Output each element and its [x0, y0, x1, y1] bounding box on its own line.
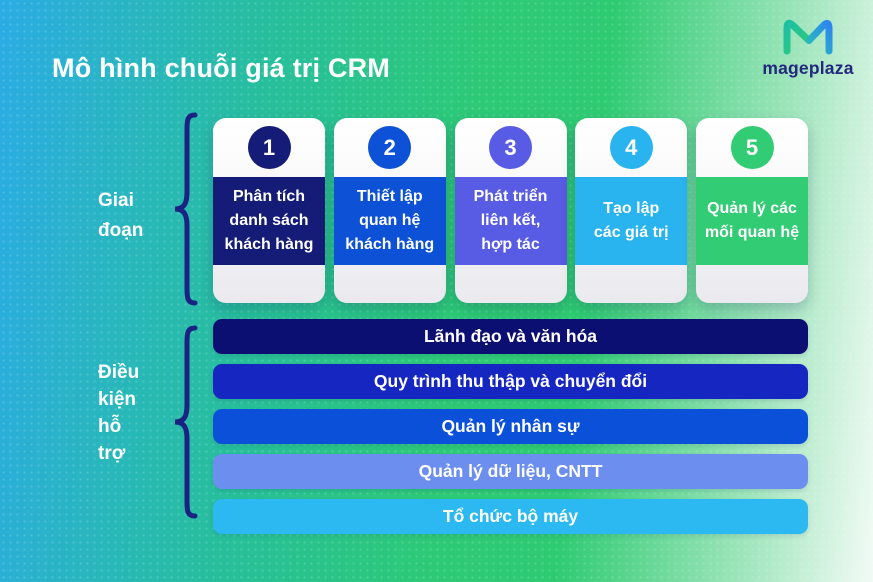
condition-bar-4: Quản lý dữ liệu, CNTT — [213, 454, 808, 489]
condition-label: Quản lý nhân sự — [441, 416, 580, 436]
stages-row-label: Giai đoạn — [98, 190, 144, 241]
condition-label: Lãnh đạo và văn hóa — [423, 326, 598, 346]
condition-label: Tổ chức bộ máy — [442, 506, 579, 526]
stage-label: Phân tích danh sách khách hàng — [213, 177, 325, 265]
stage-label: Thiết lập quan hệ khách hàng — [333, 177, 446, 265]
stage-number-badge: 4 — [609, 126, 653, 169]
condition-bar-1: Lãnh đạo và văn hóa — [213, 319, 808, 354]
condition-bar-5: Tổ chức bộ máy — [213, 499, 808, 534]
condition-bars: Lãnh đạo và văn hóa Quy trình thu thập v… — [213, 319, 808, 544]
stage-number-badge: 3 — [489, 126, 532, 169]
stage-number-badge: 2 — [368, 126, 412, 169]
stage-card-1: 1 Phân tích danh sách khách hàng — [213, 118, 325, 303]
stage-card-3: 3 Phát triển liên kết, hợp tác — [454, 118, 567, 303]
condition-label: Quản lý dữ liệu, CNTT — [418, 461, 603, 481]
page-title: Mô hình chuỗi giá trị CRM — [52, 53, 390, 83]
brand-wordmark: mageplaza — [762, 58, 854, 78]
stage-label: Phát triển liên kết, hợp tác — [454, 177, 567, 265]
stage-card-4: 4 Tạo lập các giá trị — [575, 118, 688, 303]
stages-brace — [174, 112, 198, 306]
brand-logo: mageplaza — [752, 16, 864, 79]
stage-label: Tạo lập các giá trị — [575, 177, 688, 265]
stage-cards-row: 1 Phân tích danh sách khách hàng 2 Thiết… — [213, 118, 808, 303]
condition-bar-3: Quản lý nhân sự — [213, 409, 808, 444]
stage-card-2: 2 Thiết lập quan hệ khách hàng — [333, 118, 446, 303]
mageplaza-m-icon — [783, 19, 833, 55]
conditions-brace — [174, 325, 198, 519]
stage-number-badge: 5 — [730, 126, 774, 169]
condition-bar-2: Quy trình thu thập và chuyển đổi — [213, 364, 808, 399]
stage-label: Quản lý các mối quan hệ — [696, 177, 808, 265]
stage-card-5: 5 Quản lý các mối quan hệ — [696, 118, 808, 303]
conditions-row-label: Điều kiện hỗ trợ — [98, 362, 140, 464]
stage-number-badge: 1 — [247, 126, 291, 169]
condition-label: Quy trình thu thập và chuyển đổi — [373, 371, 648, 391]
